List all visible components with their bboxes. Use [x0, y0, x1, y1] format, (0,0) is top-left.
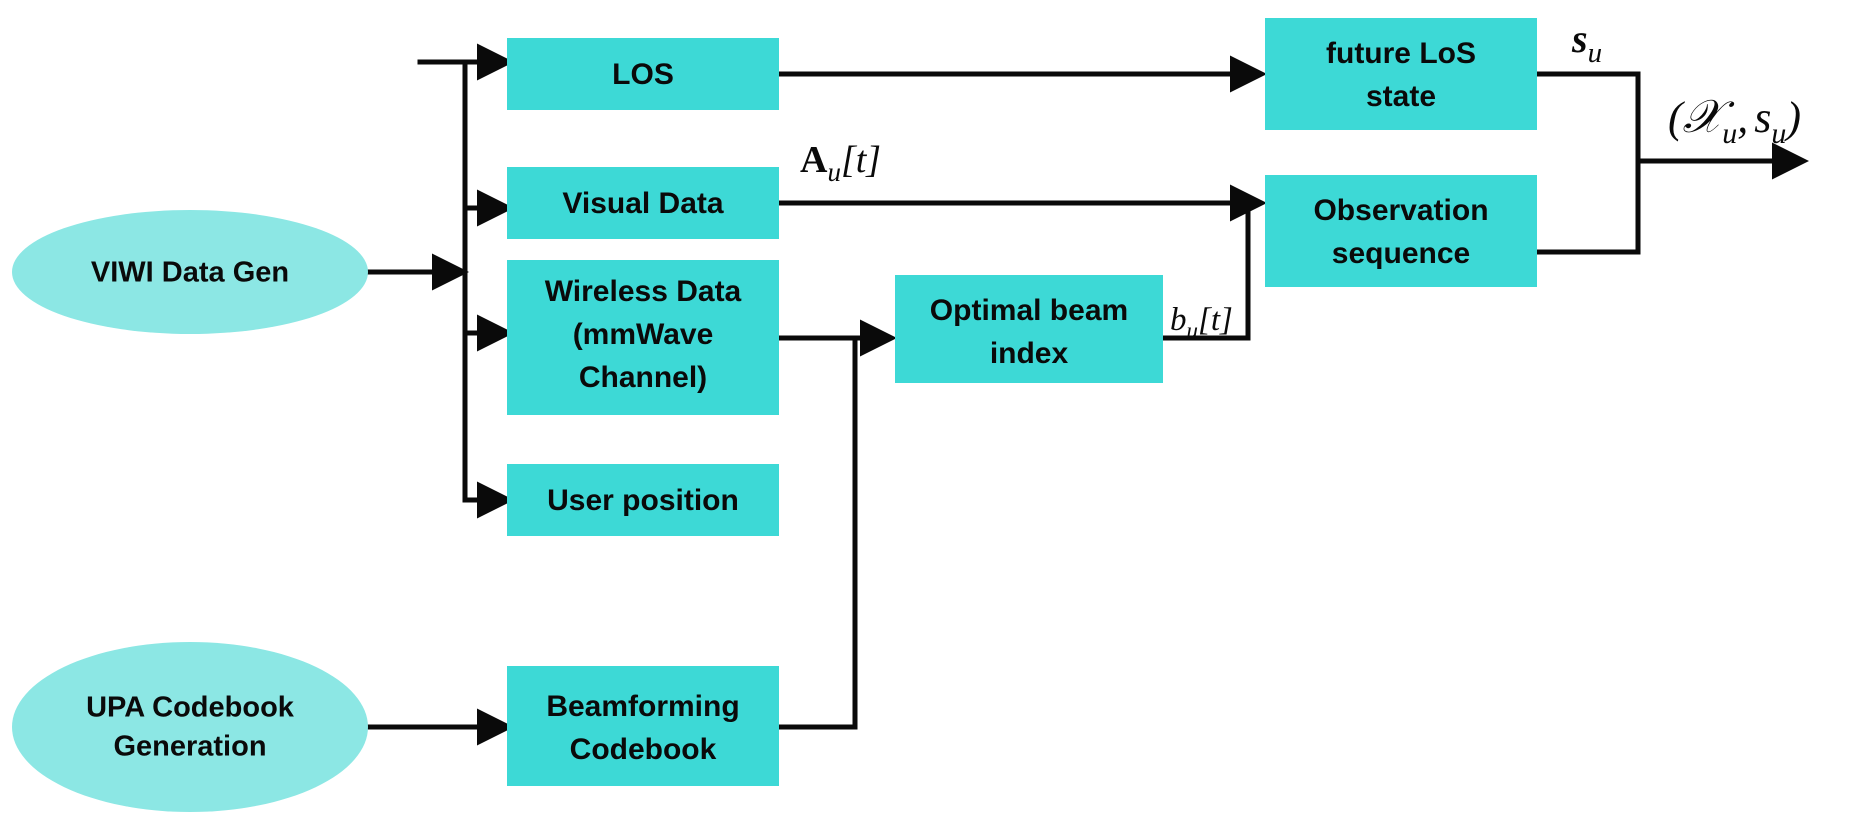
- node-future-los-state-label-line1: future LoS: [1326, 37, 1476, 70]
- node-optimal-beam-index-label-line1: Optimal beam: [930, 294, 1128, 327]
- node-viwi-data-gen[interactable]: VIWI Data Gen: [12, 210, 368, 334]
- node-future-los-state-label-line2: state: [1366, 80, 1436, 113]
- label-visual-feature-sub: u: [827, 157, 841, 187]
- edge-optimal-beam-index-to-observation-sequence: [1160, 200, 1251, 341]
- node-user-position[interactable]: User position: [507, 464, 779, 536]
- node-observation-sequence[interactable]: Observation sequence: [1265, 175, 1537, 287]
- label-beam-index-sub: u: [1187, 318, 1199, 343]
- output-tuple-chi-sub: u: [1722, 117, 1737, 150]
- output-tuple-comma: ,: [1737, 93, 1748, 142]
- node-observation-sequence-label-line1: Observation: [1313, 194, 1488, 227]
- edge-future-los-state-to-merge: [1534, 71, 1641, 255]
- node-observation-sequence-label-line2: sequence: [1332, 237, 1470, 270]
- label-los-state-base: s: [1571, 16, 1588, 61]
- node-beamforming-codebook-label-line2: Codebook: [570, 733, 717, 766]
- svg-text:Au[t]: Au[t]: [800, 139, 881, 187]
- node-wireless-data-label-line1: Wireless Data: [545, 275, 742, 308]
- node-visual-data[interactable]: Visual Data: [507, 167, 779, 239]
- node-upa-codebook-generation[interactable]: UPA Codebook Generation: [12, 642, 368, 812]
- node-wireless-data[interactable]: Wireless Data (mmWave Channel): [507, 260, 779, 415]
- node-visual-data-label: Visual Data: [562, 187, 724, 220]
- label-output-tuple: (𝒳u,su): [1668, 91, 1801, 150]
- label-visual-feature-base: A: [800, 139, 828, 181]
- node-wireless-data-label-line3: Channel): [579, 361, 707, 394]
- label-los-state-sub: u: [1588, 37, 1603, 69]
- label-los-state: su: [1571, 16, 1602, 69]
- label-visual-feature: Au[t]: [800, 139, 881, 187]
- node-upa-codebook-generation-label-line1: UPA Codebook: [86, 692, 295, 724]
- output-tuple-open: (: [1668, 93, 1685, 142]
- output-tuple-s: s: [1754, 93, 1771, 142]
- node-los-label: LOS: [612, 58, 674, 91]
- label-beam-index-bracket: [t]: [1198, 302, 1233, 338]
- svg-text:(𝒳u,su): (𝒳u,su): [1668, 91, 1801, 150]
- label-beam-index: bu[t]: [1170, 302, 1233, 343]
- edge-wireless-data-to-optimal-beam-index: [776, 319, 898, 730]
- node-user-position-label: User position: [547, 484, 739, 517]
- label-beam-index-base: b: [1170, 302, 1187, 338]
- output-tuple-s-sub: u: [1771, 117, 1786, 150]
- label-visual-feature-bracket: [t]: [841, 139, 881, 181]
- node-wireless-data-label-line2: (mmWave: [573, 318, 714, 351]
- node-optimal-beam-index[interactable]: Optimal beam index: [895, 275, 1163, 383]
- node-viwi-data-gen-label: VIWI Data Gen: [91, 257, 289, 289]
- node-beamforming-codebook[interactable]: Beamforming Codebook: [507, 666, 779, 786]
- output-tuple-close: ): [1783, 93, 1801, 142]
- node-beamforming-codebook-label-line1: Beamforming: [546, 690, 739, 723]
- node-optimal-beam-index-label-line2: index: [990, 337, 1069, 370]
- node-future-los-state[interactable]: future LoS state: [1265, 18, 1537, 130]
- node-los[interactable]: LOS: [507, 38, 779, 110]
- svg-text:bu[t]: bu[t]: [1170, 302, 1233, 343]
- node-upa-codebook-generation-label-line2: Generation: [113, 731, 266, 763]
- svg-text:su: su: [1571, 16, 1602, 69]
